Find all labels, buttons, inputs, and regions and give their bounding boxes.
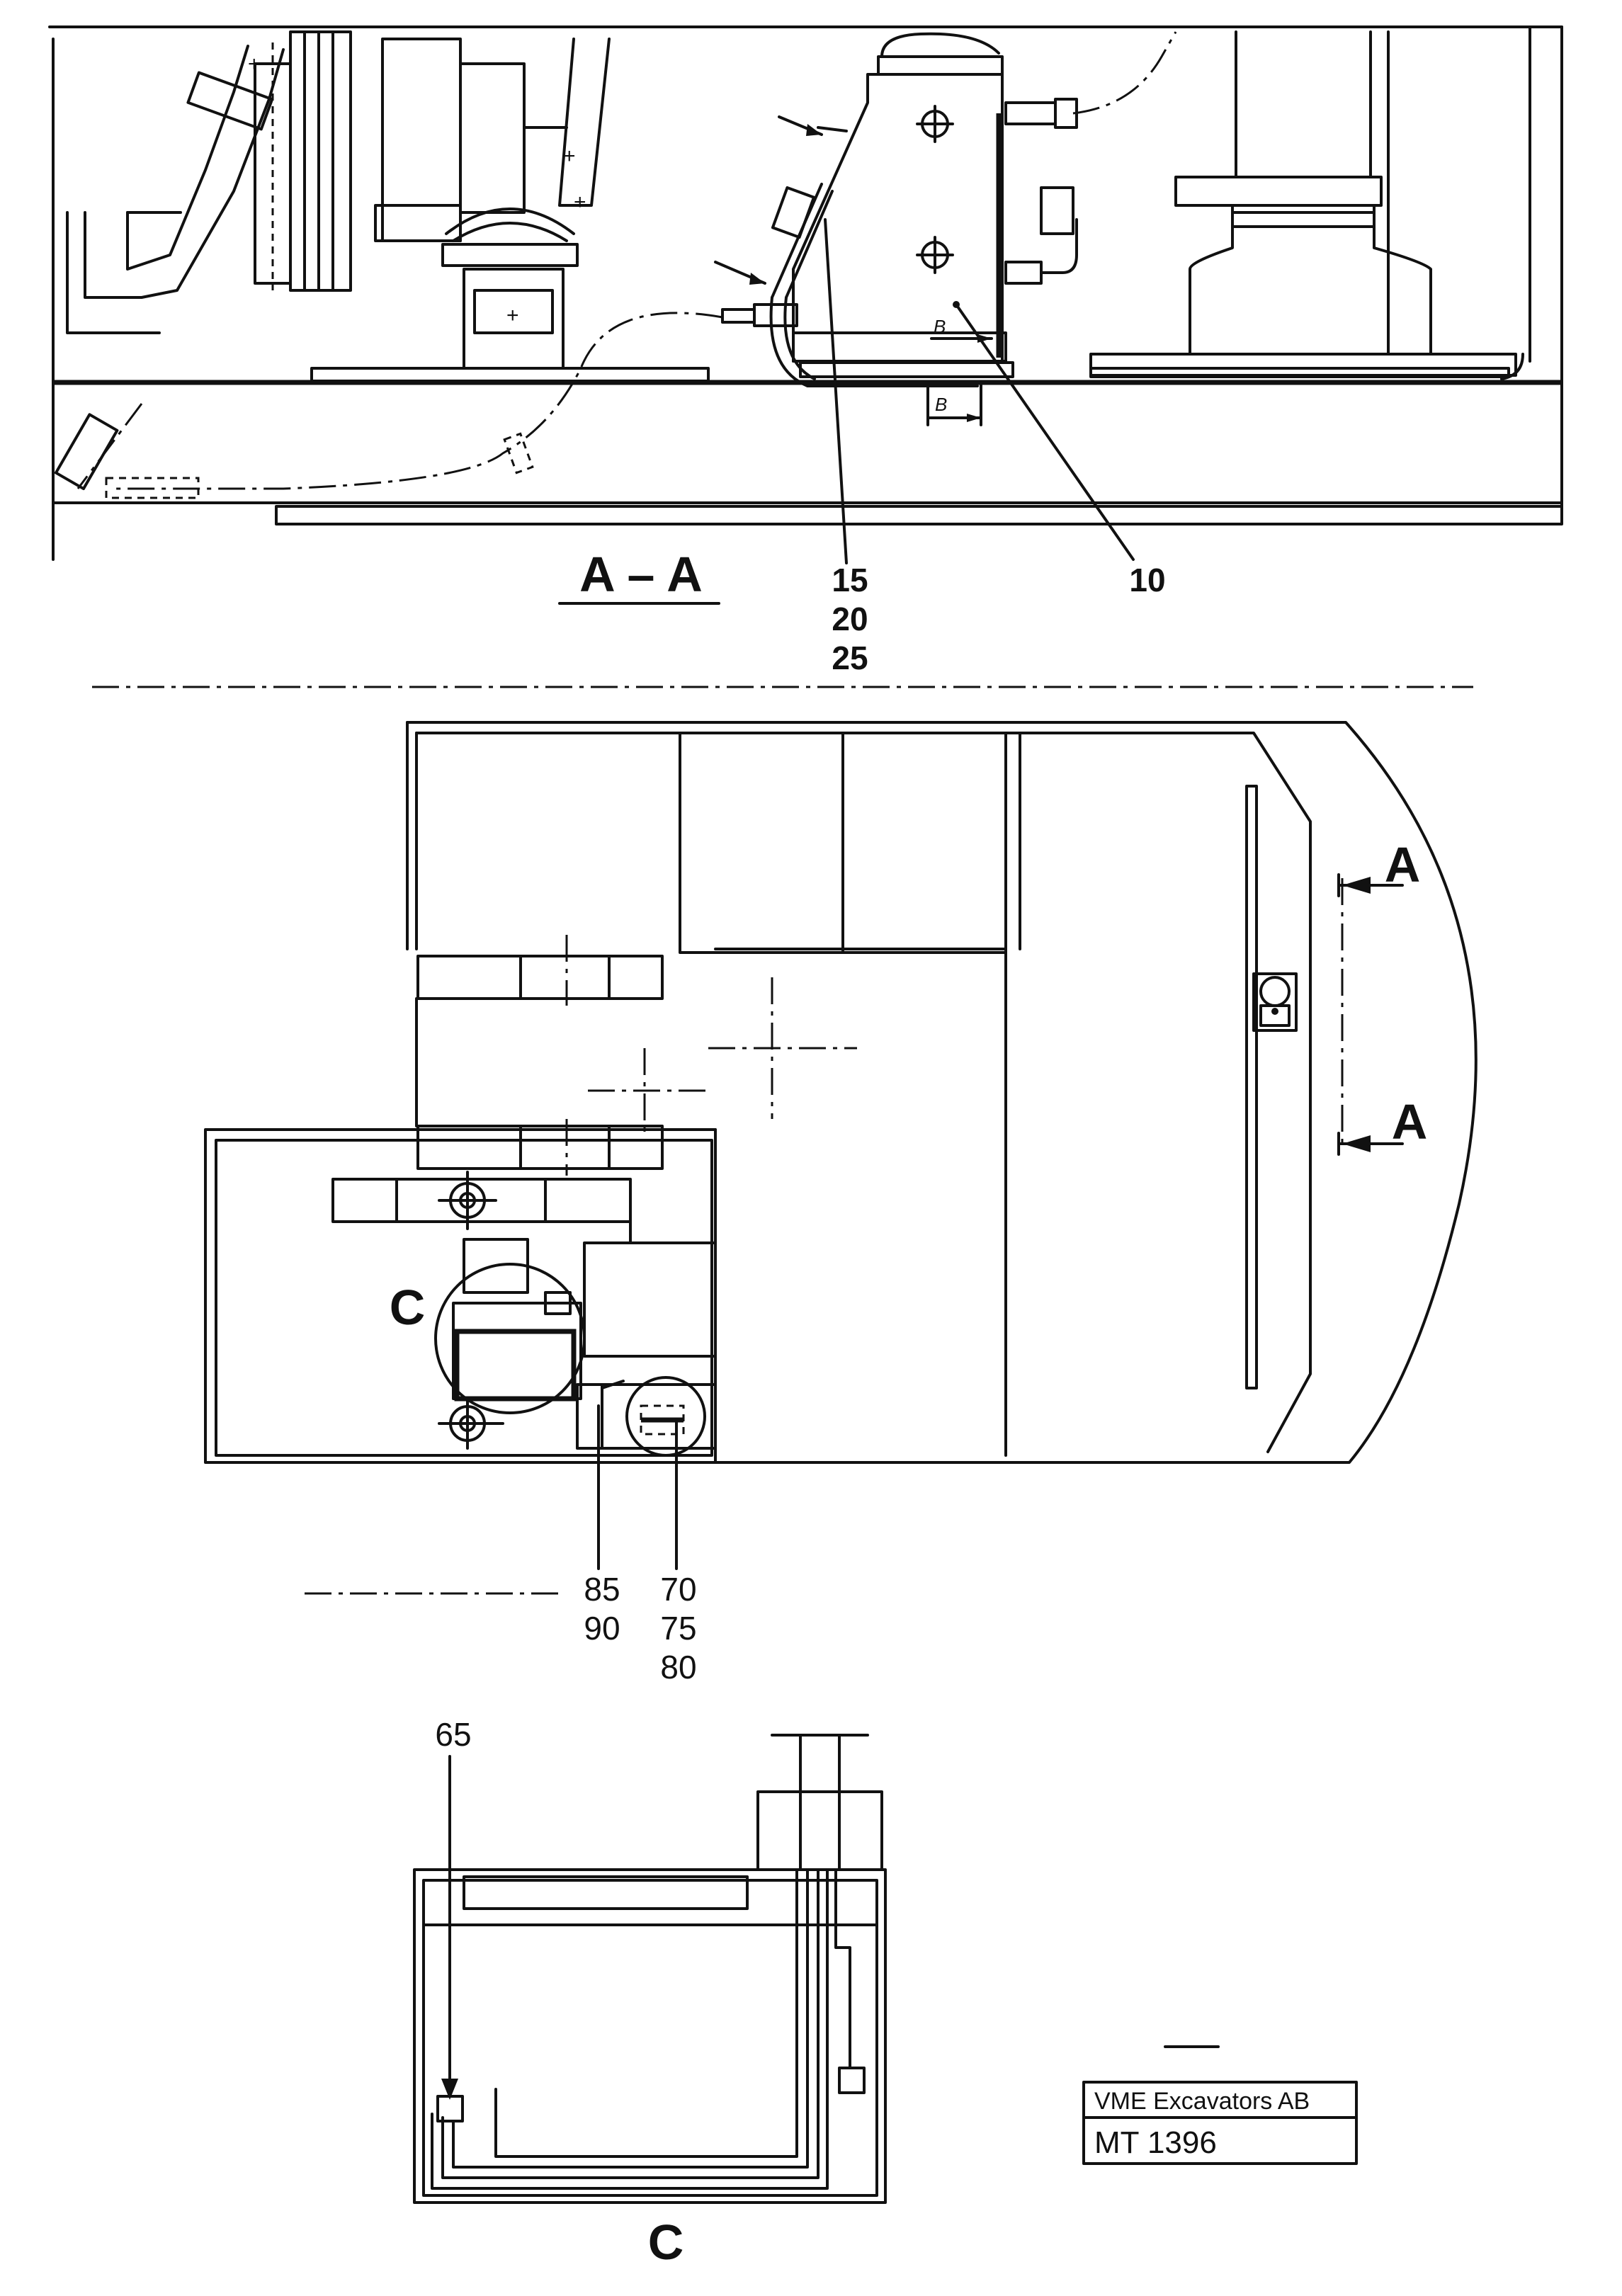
- detail-c-view: [413, 1734, 887, 2204]
- item-ref-20: 20: [832, 601, 868, 637]
- cut-arrow-label-a-upper: A: [1385, 837, 1421, 892]
- item-ref-10: 10: [1129, 562, 1165, 598]
- detail-marker-c: C: [390, 1280, 426, 1335]
- svg-text:+: +: [563, 144, 576, 168]
- item-ref-65: 65: [435, 1716, 471, 1753]
- svg-text:+: +: [574, 191, 586, 214]
- dimension-label-b-upper: B: [934, 316, 946, 337]
- item-ref-15: 15: [832, 562, 868, 598]
- cut-arrow-label-a-lower: A: [1392, 1094, 1428, 1149]
- svg-text:+: +: [506, 304, 519, 327]
- drawing-number: MT 1396: [1094, 2125, 1217, 2160]
- item-ref-75: 75: [660, 1610, 696, 1647]
- section-title-a-a: A – A: [579, 547, 703, 602]
- company-name: VME Excavators AB: [1094, 2088, 1310, 2115]
- item-ref-90: 90: [584, 1610, 620, 1647]
- section-a-a-view: + + + +: [48, 25, 1563, 564]
- title-block: VME Excavators AB MT 1396: [1082, 2045, 1358, 2165]
- item-ref-85: 85: [584, 1571, 620, 1608]
- item-ref-70: 70: [660, 1571, 696, 1608]
- dimension-label-b-lower: B: [935, 394, 947, 415]
- plan-view: A A C: [204, 721, 1478, 1570]
- item-ref-25: 25: [832, 640, 868, 676]
- item-ref-80: 80: [660, 1649, 696, 1686]
- detail-c-title: C: [648, 2215, 684, 2270]
